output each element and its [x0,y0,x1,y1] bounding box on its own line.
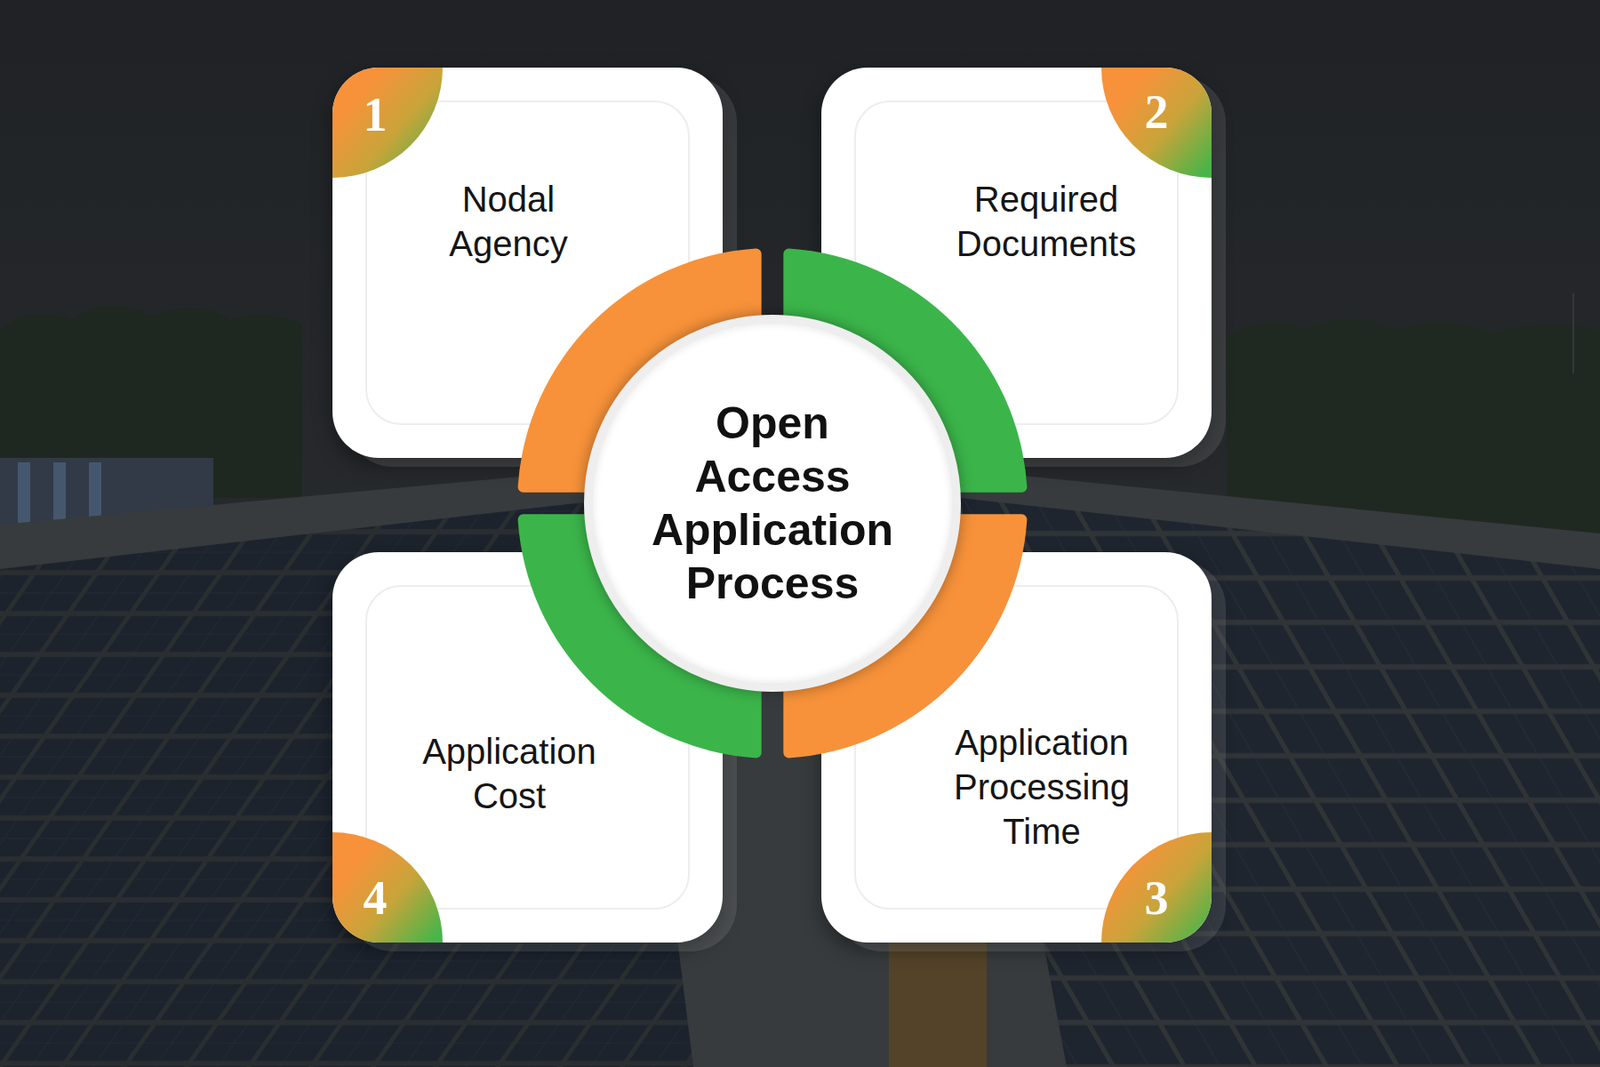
center-title: Open Access Application Process [643,396,902,610]
step-number: 3 [1120,873,1192,922]
step-number: 4 [339,873,411,922]
ring-segment-orange [783,513,1027,758]
center-circle: Open Access Application Process [584,314,961,692]
step-number: 2 [1120,88,1192,136]
card-label: Required Documents [944,176,1149,266]
step-number: 1 [339,90,411,139]
number-badge-disc [332,832,443,943]
number-badge-disc [1101,67,1212,178]
ring [518,248,1028,759]
ring-segment-green [783,248,1027,493]
number-badge-disc [332,67,443,178]
card-label: Nodal Agency [406,176,611,266]
ring-segment-green [518,513,762,758]
ring-segment-orange [518,248,762,493]
number-badge-disc [1101,832,1212,943]
card-label: Application Processing Time [939,720,1144,854]
card-label: Application Cost [407,728,612,818]
